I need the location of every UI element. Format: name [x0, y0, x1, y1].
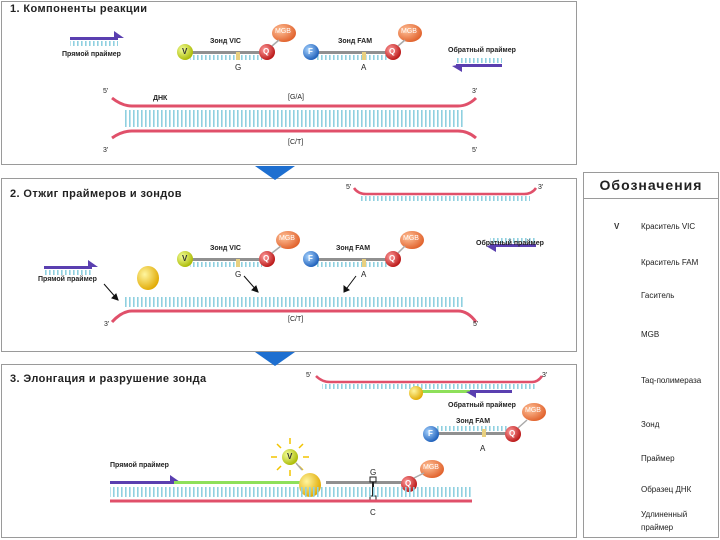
reverse-primer-2 — [486, 238, 536, 252]
legend-label-probe: Зонд — [641, 420, 660, 429]
panel-3-title: 3. Элонгация и разрушение зонда — [10, 373, 207, 385]
fam-probe-2 — [303, 231, 424, 267]
allele-ct-1: [C/T] — [288, 139, 304, 146]
dna-single-top-2 — [352, 187, 538, 201]
forward-primer-label-2: Прямой праймер — [38, 276, 97, 283]
snp-c-3: C — [370, 508, 376, 517]
reverse-primer-label-2: Обратный праймер — [476, 240, 544, 247]
panel-annealing — [1, 178, 577, 352]
taq-polymerase-2 — [137, 266, 159, 290]
mgb-label-2b: MGB — [403, 235, 419, 242]
vic-label-1: V — [182, 47, 188, 56]
extended-primer-3 — [110, 475, 300, 484]
snp-g-2: G — [235, 270, 242, 279]
dna-duplex-1 — [111, 96, 478, 140]
released-vic-3 — [271, 438, 309, 476]
legend-vic-letter: V — [614, 222, 620, 231]
end-3-bottom-2: 3' — [104, 321, 110, 328]
fam-probe-1 — [303, 24, 422, 60]
snp-a-1: A — [361, 63, 367, 72]
dna-label-1: ДНК — [153, 95, 168, 102]
legend-label-quencher: Гаситель — [641, 291, 675, 300]
quencher-label-3b: Q — [405, 479, 412, 488]
quencher-label-3: Q — [509, 429, 516, 438]
dna-single-top-3 — [315, 375, 544, 389]
snp-a-2: A — [361, 270, 367, 279]
end-5-top-3: 5' — [306, 372, 312, 379]
vic-label-3: V — [287, 452, 293, 461]
reverse-primer-label-3: Обратный праймер — [448, 402, 516, 409]
end-3-top-1: 3' — [472, 88, 478, 95]
panel-1-title: 1. Компоненты реакции — [10, 3, 148, 15]
fam-label-1: F — [308, 47, 313, 56]
mgb-label-2: MGB — [279, 235, 295, 242]
mgb-label-1b: MGB — [401, 28, 417, 35]
snp-g-1: G — [235, 63, 242, 72]
end-3-bottom-1: 3' — [103, 147, 109, 154]
step-arrow-2 — [255, 352, 295, 366]
legend-label-vic: Краситель VIC — [641, 222, 696, 231]
fam-probe-3 — [423, 403, 546, 442]
legend-panel: Обозначения — [583, 172, 719, 538]
legend-label-taq: Taq-полимераза — [641, 376, 702, 385]
mgb-label-1: MGB — [275, 28, 291, 35]
vic-probe-label-1: Зонд VIC — [210, 38, 241, 45]
legend-label-fam: Краситель FAM — [641, 258, 699, 267]
legend-title: Обозначения — [599, 177, 703, 193]
vic-label-2: V — [182, 254, 188, 263]
reverse-primer-1 — [452, 58, 502, 72]
legend-label-extended-primer: Удлиненный праймер — [641, 510, 688, 532]
forward-primer-2 — [44, 260, 98, 275]
end-3-top-3: 3' — [542, 372, 548, 379]
fam-probe-label-3: Зонд FAM — [456, 418, 491, 425]
legend-quencher-letter: Q — [614, 291, 621, 300]
binding-arrows-2 — [103, 275, 357, 301]
panel-2-title: 2. Отжиг праймеров и зондов — [10, 188, 182, 200]
forward-primer-1 — [70, 31, 124, 46]
forward-primer-label-1: Прямой праймер — [62, 51, 121, 58]
legend-label-mgb: MGB — [641, 330, 660, 339]
legend-label-primer: Праймер — [641, 454, 675, 463]
quencher-label-2: Q — [263, 254, 270, 263]
vic-probe-2 — [177, 231, 300, 267]
vic-probe-label-2: Зонд VIC — [210, 245, 241, 252]
dna-template-3 — [110, 487, 472, 503]
quencher-label-1b: Q — [389, 47, 396, 56]
legend-divider — [584, 198, 718, 199]
snp-a-3: A — [480, 444, 486, 453]
reverse-primer-label-1: Обратный праймер — [448, 47, 516, 54]
reverse-primer-3 — [422, 390, 512, 398]
forward-primer-label-3: Прямой праймер — [110, 462, 169, 469]
step-arrow-1 — [255, 166, 295, 180]
mgb-label-3: MGB — [525, 407, 541, 414]
legend-mgb-letter: MGB — [605, 330, 624, 339]
mgb-label-3b: MGB — [423, 464, 439, 471]
legend-fam-letter: F — [615, 258, 620, 267]
legend-label-dna-sample: Образец ДНК — [641, 485, 692, 494]
fam-probe-label-1: Зонд FAM — [338, 38, 373, 45]
quencher-label-2b: Q — [389, 254, 396, 263]
fam-label-3: F — [428, 429, 433, 438]
fam-probe-label-2: Зонд FAM — [336, 245, 371, 252]
end-5-bottom-2: 5' — [473, 321, 479, 328]
end-5-top-2: 5' — [346, 184, 352, 191]
snp-g-3: G — [370, 468, 377, 477]
taq-polymerase-3a — [409, 386, 423, 400]
dna-template-2 — [110, 297, 478, 324]
end-5-bottom-1: 5' — [472, 147, 478, 154]
fam-label-2: F — [308, 254, 313, 263]
vic-probe-1 — [177, 24, 296, 60]
allele-ga-1: [G/A] — [288, 94, 304, 101]
quencher-label-1: Q — [263, 47, 270, 56]
end-5-top-1: 5' — [103, 88, 109, 95]
allele-ct-2: [C/T] — [288, 316, 304, 323]
end-3-top-2: 3' — [538, 184, 544, 191]
